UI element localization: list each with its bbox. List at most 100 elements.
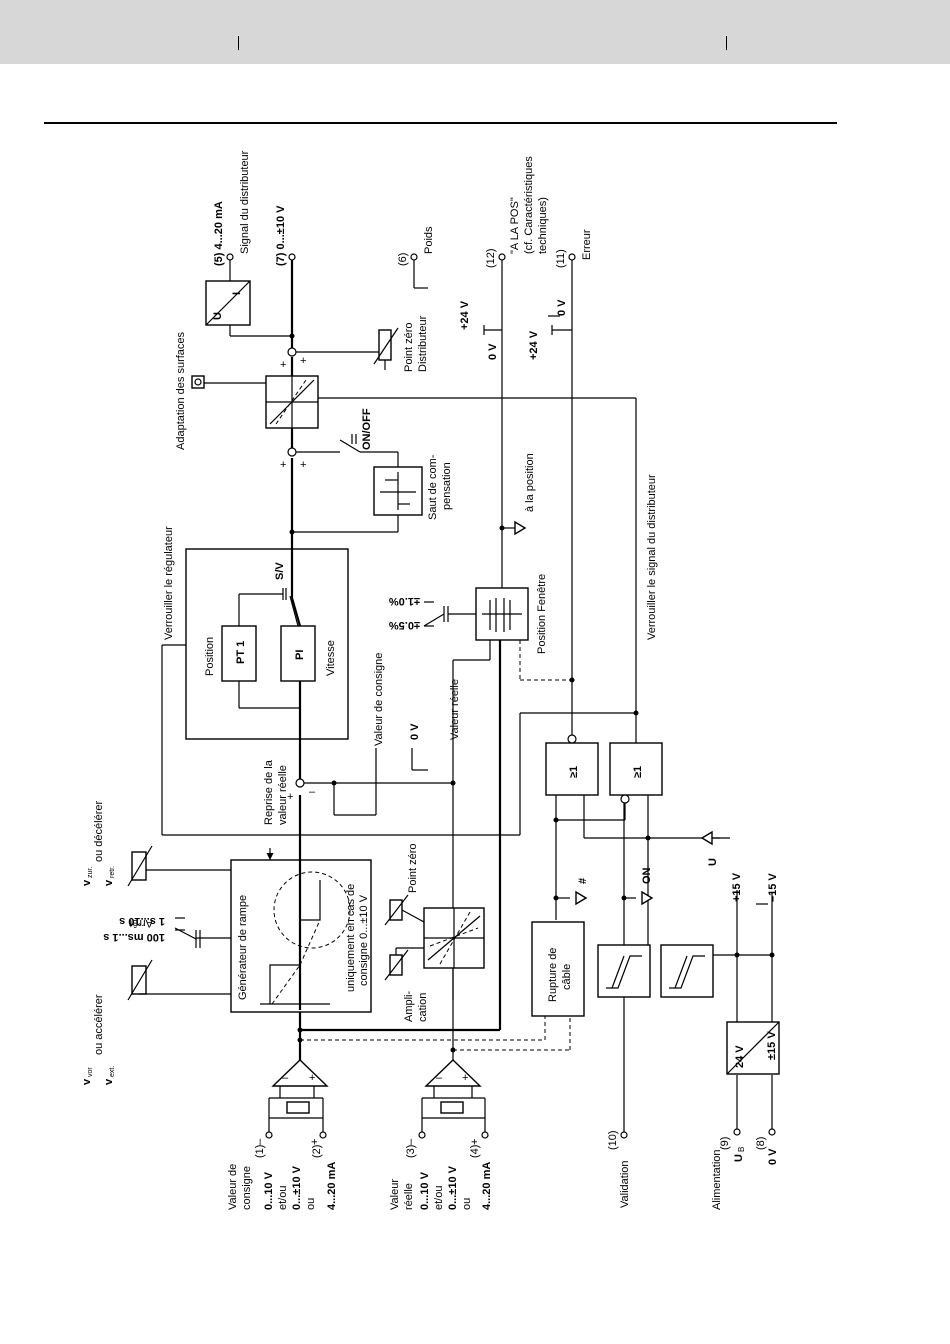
opamp-minus: – xyxy=(282,1072,289,1084)
lock-controller-label: Verrouiller le régulateur xyxy=(163,526,175,640)
svg-text:(6): (6) xyxy=(397,253,409,266)
svg-text:câble: câble xyxy=(561,964,573,990)
actual-input: – + (3) – (4) + Valeur réelle 0...10 V e… xyxy=(389,780,493,1210)
or-gate-1: ≥1 xyxy=(568,766,580,778)
svg-text:réelle: réelle xyxy=(403,1183,415,1210)
svg-text:U: U xyxy=(212,312,224,320)
compensation-block: Saut de com- pensation ON/OFF + + xyxy=(280,408,453,535)
zero-label: Point zéro xyxy=(407,843,419,893)
svg-text:+: + xyxy=(469,1139,481,1145)
output-stage: Adaptation des surfaces Verrouiller le s… xyxy=(175,150,658,740)
window-w2: ±1.0% xyxy=(389,595,420,607)
weight-label: Poids xyxy=(423,226,435,254)
svg-text:Vitesse: Vitesse xyxy=(325,640,337,676)
m15-label: –15 V xyxy=(767,873,779,902)
or-gate-2: ≥1 xyxy=(632,766,644,778)
header-bar xyxy=(0,0,950,64)
svg-text:U: U xyxy=(733,1154,745,1162)
svg-text:ou: ou xyxy=(461,1198,473,1210)
setpoint-input: – + (1) – (2) + Valeur de consigne 0...1… xyxy=(227,1010,338,1210)
svg-text:et/ou: et/ou xyxy=(433,1186,445,1210)
svg-text:+: + xyxy=(462,1072,468,1084)
setpoint-tap: Valeur de consigne xyxy=(373,653,385,746)
svg-text:0...±10 V: 0...±10 V xyxy=(447,1165,459,1210)
svg-text:+: + xyxy=(300,459,306,471)
svg-text:consigne 0...±10 V: consigne 0...±10 V xyxy=(358,894,370,986)
svg-text:vor: vor xyxy=(87,1067,94,1077)
window-position-block: Position Fenêtre ±0.5% ±1.0% à la positi… xyxy=(389,260,572,780)
svg-text:4...20 mA: 4...20 mA xyxy=(326,1162,338,1210)
svg-text:+: + xyxy=(280,459,286,471)
svg-text:valeur réelle: valeur réelle xyxy=(277,765,289,825)
svg-text:techniques): techniques) xyxy=(537,197,549,254)
header-tick xyxy=(726,36,727,50)
window-title: Position Fenêtre xyxy=(536,574,548,654)
svg-text:+: + xyxy=(287,791,293,803)
svg-text:cation: cation xyxy=(417,993,429,1022)
fault-u-icon: U xyxy=(707,858,719,866)
actual-tap: Valeur réelle xyxy=(449,679,461,740)
onoff-switch: ON/OFF xyxy=(361,408,373,450)
setpoint-title: Valeur de xyxy=(227,1164,239,1210)
svg-text:et/ou: et/ou xyxy=(277,1186,289,1210)
svg-text:0 V: 0 V xyxy=(487,343,499,360)
zero-valve-label: Point zéro xyxy=(403,322,415,372)
accel-label: ou accélérer xyxy=(93,994,105,1055)
validation-label: Validation xyxy=(619,1161,631,1209)
supply-label: Alimentation xyxy=(711,1149,723,1210)
at-position-label: à la position xyxy=(524,453,536,512)
svg-text:Distributeur: Distributeur xyxy=(417,315,429,372)
ramp-note: uniquement en cas de xyxy=(345,884,357,992)
svg-text:ou: ou xyxy=(305,1198,317,1210)
pi-block: PI xyxy=(294,650,306,660)
svg-text:–: – xyxy=(436,1072,443,1084)
cable-break-block: Rupture de xyxy=(547,948,559,1002)
ramp-generator: Générateur de rampe uniquement en cas de… xyxy=(81,801,372,1085)
svg-text:I: I xyxy=(231,292,243,295)
svg-text:0 V: 0 V xyxy=(767,1148,779,1165)
comp-title: Saut de com- xyxy=(427,454,439,520)
header-rule xyxy=(44,122,837,124)
svg-text:ext.: ext. xyxy=(109,1066,116,1077)
validation-input: (10) Validation xyxy=(607,970,631,1208)
header-tick xyxy=(238,36,239,50)
lock-valve-label: Verrouiller le signal du distributeur xyxy=(646,474,658,640)
svg-text:–: – xyxy=(254,1138,266,1145)
sv-switch: S/V xyxy=(274,562,286,580)
adapt-surfaces-label: Adaptation des surfaces xyxy=(175,331,187,450)
svg-text:(9): (9) xyxy=(719,1137,731,1150)
svg-text:v: v xyxy=(81,1078,93,1085)
svg-text:v: v xyxy=(103,879,115,886)
controller-block: PT 1 PI Position Vitesse S/V Verrouiller… xyxy=(161,526,520,860)
svg-text:4...20 mA: 4...20 mA xyxy=(481,1162,493,1210)
svg-text:retr.: retr. xyxy=(109,866,116,878)
opamp-plus: + xyxy=(309,1072,315,1084)
svg-text:(10): (10) xyxy=(607,1130,619,1150)
ramp-title: Générateur de rampe xyxy=(237,895,249,1000)
pin-1-label: (1) xyxy=(254,1145,266,1158)
on-indicator: ON xyxy=(641,867,653,884)
window-w1: ±0.5% xyxy=(389,619,420,631)
pin-3-label: (3) xyxy=(405,1145,417,1158)
svg-text:zur.: zur. xyxy=(87,867,94,878)
at-pos-label: "A LA POS" xyxy=(509,197,521,254)
pin-4-label: (4) xyxy=(469,1145,481,1158)
ampli-label: Ampli- xyxy=(403,990,415,1022)
svg-text:+: + xyxy=(280,359,286,371)
time-range-2: 1 s...10 s xyxy=(119,915,165,927)
pin-7-label: (7) 0...±10 V xyxy=(275,205,287,266)
svg-text:+24 V: +24 V xyxy=(528,330,540,360)
error-label: Erreur xyxy=(581,229,593,260)
svg-text:(8): (8) xyxy=(755,1137,767,1150)
svg-text:–: – xyxy=(405,1138,417,1145)
pt1-block: PT 1 xyxy=(235,641,247,664)
svg-text:consigne: consigne xyxy=(241,1166,253,1210)
svg-text:0 V: 0 V xyxy=(556,299,568,316)
actual-title: Valeur xyxy=(389,1179,401,1210)
gain-zero-block: Ampli- cation Point zéro xyxy=(384,843,485,1022)
valve-signal-label: Signal du distributeur xyxy=(239,150,251,254)
svg-text:0...10 V: 0...10 V xyxy=(419,1171,431,1210)
pin-5-label: (5) 4...20 mA xyxy=(213,201,225,266)
svg-text:(11): (11) xyxy=(555,249,567,268)
